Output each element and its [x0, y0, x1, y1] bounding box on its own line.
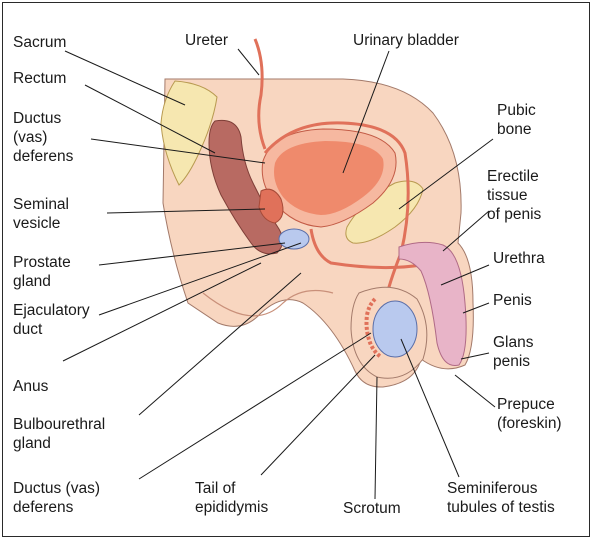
label-prepuce: Prepuce (foreskin)	[497, 395, 562, 433]
leader-ductus-bottom	[139, 333, 371, 479]
label-prostate-gland: Prostate gland	[13, 253, 71, 291]
label-tail-epididymis: Tail of epididymis	[195, 479, 268, 517]
label-ductus-bottom: Ductus (vas) deferens	[13, 479, 100, 517]
label-bulbourethral-gland: Bulbourethral gland	[13, 415, 105, 453]
leader-sacrum	[65, 51, 185, 105]
label-ductus-top: Ductus (vas) deferens	[13, 109, 73, 166]
label-urethra: Urethra	[493, 249, 545, 268]
label-penis: Penis	[493, 291, 532, 310]
label-erectile-tissue: Erectile tissue of penis	[487, 167, 541, 224]
leader-scrotum	[375, 377, 377, 499]
label-glans-penis: Glans penis	[493, 333, 534, 371]
leader-ureter	[238, 49, 259, 75]
label-anus: Anus	[13, 377, 48, 396]
label-ejaculatory-duct: Ejaculatory duct	[13, 301, 90, 339]
testis	[373, 301, 417, 357]
label-seminal-vesicle: Seminal vesicle	[13, 195, 69, 233]
label-urinary-bladder: Urinary bladder	[353, 31, 459, 50]
label-scrotum: Scrotum	[343, 499, 401, 518]
label-ureter: Ureter	[185, 31, 228, 50]
anatomy-illustration	[3, 3, 589, 536]
label-rectum: Rectum	[13, 69, 66, 88]
label-seminiferous-tubules: Seminiferous tubules of testis	[447, 479, 555, 517]
label-sacrum: Sacrum	[13, 33, 66, 52]
leader-tail-epididymis	[261, 355, 375, 475]
label-pubic-bone: Pubic bone	[497, 101, 536, 139]
leader-prepuce	[455, 375, 495, 407]
